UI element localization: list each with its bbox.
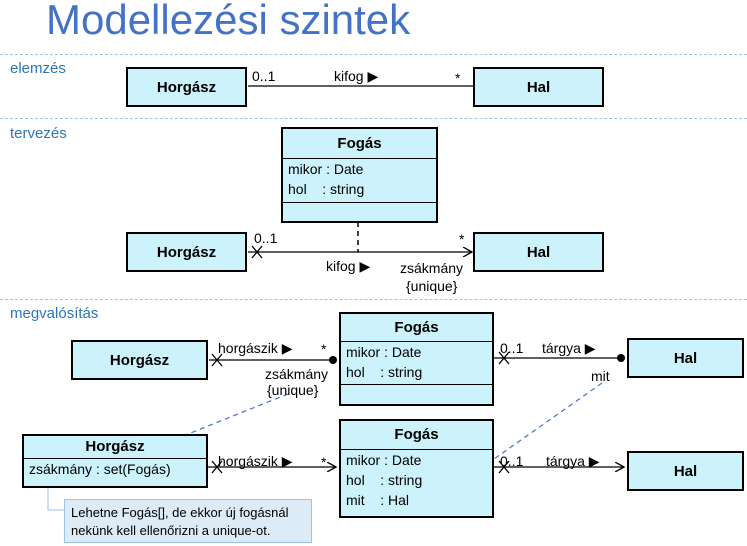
multiplicity-label: * (321, 454, 327, 470)
class-name: Fogás (394, 426, 439, 443)
note-callout: Lehetne Fogás[], de ekkor új fogásnál ne… (64, 499, 312, 543)
section-separator (0, 54, 747, 55)
ownership-dot (329, 356, 337, 364)
association-label: kifog ▶ (334, 68, 379, 84)
section-separator (0, 299, 747, 300)
class-name: Hal (526, 243, 551, 261)
page-title: Modellezési szintek (46, 0, 411, 43)
class-horgasz-impl1: Horgász (71, 340, 208, 380)
class-horgasz-impl2: Horgász zsákmány : set(Fogás) (22, 434, 208, 488)
attribute: hol : string (346, 364, 423, 380)
multiplicity-label: * (459, 231, 465, 247)
section-label-elemzes: elemzés (10, 60, 66, 77)
attribute-compartment: zsákmány : set(Fogás) (24, 458, 206, 479)
navigability-x (498, 351, 510, 365)
attribute: mit : Hal (346, 492, 410, 508)
role-label: zsákmány (265, 366, 329, 382)
association-label: tárgya ▶ (546, 453, 600, 469)
class-name: Fogás (394, 319, 439, 336)
attribute: zsákmány : set(Fogás) (29, 461, 171, 477)
role-label: zsákmány (400, 260, 464, 276)
class-hal-impl2: Hal (627, 451, 744, 491)
class-hal-elemzes: Hal (473, 67, 604, 107)
multiplicity-label: * (455, 70, 461, 86)
section-separator (0, 118, 747, 119)
attribute-compartment: mikor : Date hol : string (341, 341, 492, 382)
class-fogas-tervezes: Fogás mikor : Date hol : string (281, 127, 438, 223)
multiplicity-label: 0..1 (500, 453, 524, 469)
ownership-dot (617, 354, 625, 362)
association-label: kifog ▶ (326, 258, 371, 274)
class-hal-tervezes: Hal (473, 232, 604, 272)
class-hal-impl1: Hal (627, 338, 744, 378)
class-name: Hal (673, 462, 698, 480)
section-label-megvalositas: megvalósítás (10, 305, 99, 322)
navigability-x (211, 460, 223, 474)
attribute: mikor : Date (346, 344, 422, 360)
association-label: tárgya ▶ (542, 340, 596, 356)
navigability-x (211, 353, 223, 367)
class-fogas-impl2: Fogás mikor : Date hol : string mit : Ha… (339, 419, 494, 518)
class-fogas-impl1: Fogás mikor : Date hol : string (339, 312, 494, 406)
attribute: mikor : Date (346, 452, 422, 468)
attribute-compartment: mikor : Date hol : string mit : Hal (341, 449, 492, 510)
multiplicity-label: 0..1 (254, 230, 278, 246)
class-name: Horgász (156, 243, 217, 261)
class-name: Horgász (109, 351, 170, 369)
section-label-tervezes: tervezés (10, 125, 67, 142)
navigability-x (498, 460, 510, 474)
class-horgasz-tervezes: Horgász (126, 232, 247, 272)
operation-compartment (341, 384, 492, 405)
navigability-x (251, 245, 263, 259)
attribute: mikor : Date (288, 161, 364, 177)
association-label: horgászik ▶ (218, 340, 293, 356)
multiplicity-label: * (321, 341, 327, 357)
class-name: Horgász (85, 438, 145, 455)
class-name: Hal (526, 78, 551, 96)
class-name: Horgász (156, 78, 217, 96)
constraint-label: {unique} (406, 278, 458, 294)
attribute: hol : string (346, 472, 423, 488)
class-horgasz-elemzes: Horgász (126, 67, 247, 107)
operation-compartment (283, 202, 436, 229)
role-label: mit (591, 368, 610, 384)
multiplicity-label: 0..1 (252, 68, 276, 84)
multiplicity-label: 0..1 (500, 340, 524, 356)
class-name: Hal (673, 349, 698, 367)
class-name: Fogás (337, 135, 382, 152)
association-label: horgászik ▶ (218, 453, 293, 469)
constraint-label: {unique} (267, 382, 319, 398)
attribute-compartment: mikor : Date hol : string (283, 158, 436, 199)
attribute: hol : string (288, 181, 365, 197)
